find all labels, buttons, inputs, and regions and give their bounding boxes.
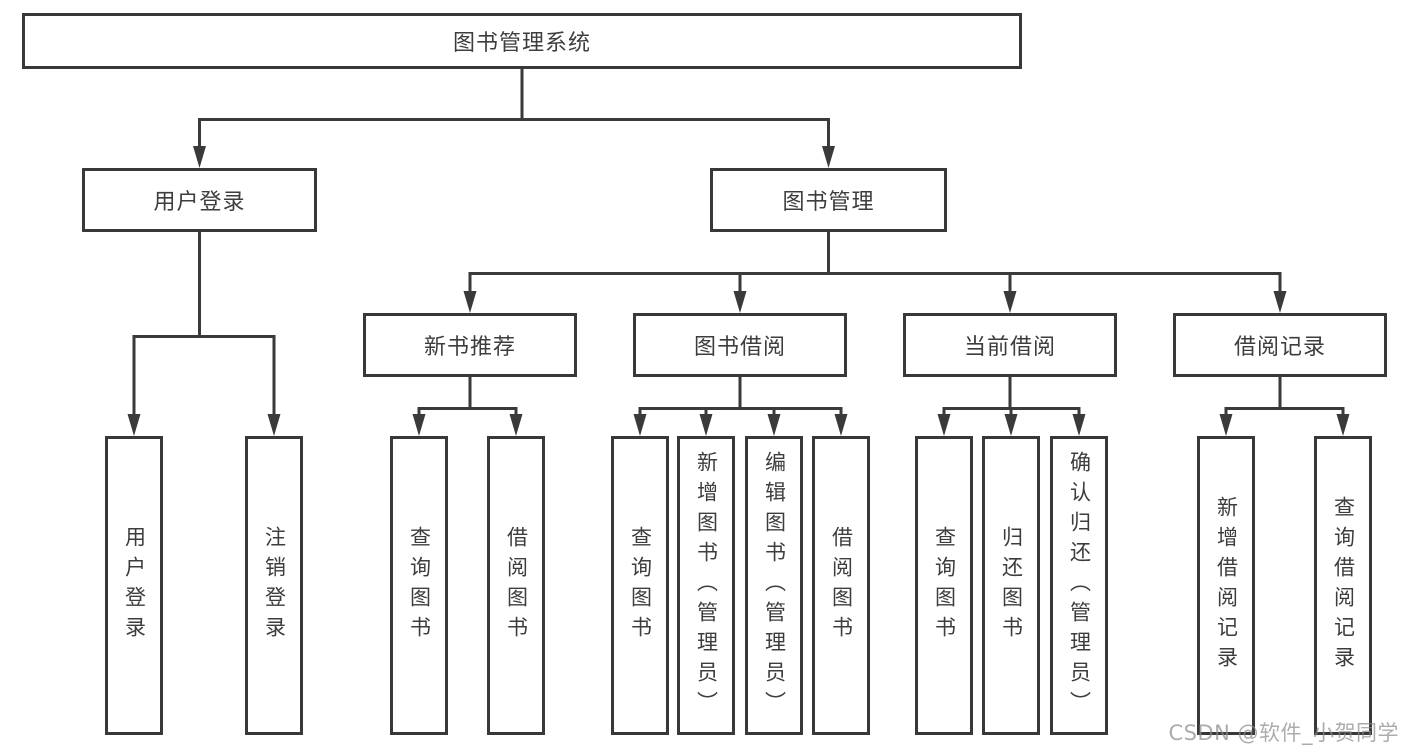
connector-newbook-to-leaves [412,377,523,436]
leaf-user-login: 用户登录 [105,436,163,735]
node-book-borrow: 图书借阅 [633,313,847,377]
leaf-logout-label: 注销登录 [262,525,287,646]
connector-bookborrow-to-leaves [633,377,848,436]
leaf-query-books-newbook-label: 查询图书 [407,525,432,646]
leaf-add-borrow-record-label: 新增借阅记录 [1214,495,1239,676]
leaf-query-books-current: 查询图书 [915,436,973,735]
csdn-watermark: CSDN @软件_小贺同学 [1168,721,1399,745]
connector-management-to-level3 [463,232,1287,313]
node-root-label: 图书管理系统 [452,31,591,56]
leaf-return-books: 归还图书 [982,436,1040,735]
leaf-add-books-admin-label: 新增图书（管理员） [694,450,719,721]
leaf-confirm-return-admin: 确认归还（管理员） [1050,436,1108,735]
leaf-return-books-label: 归还图书 [999,525,1024,646]
node-user-login-label: 用户登录 [153,190,246,215]
leaf-query-books-current-label: 查询图书 [932,525,957,646]
leaf-borrow-books: 借阅图书 [812,436,870,735]
node-book-management: 图书管理 [710,168,947,232]
leaf-confirm-return-admin-label: 确认归还（管理员） [1067,450,1092,721]
connector-login-to-leaves [127,232,281,436]
leaf-user-login-label: 用户登录 [122,525,147,646]
connector-currentborrow-to-leaves [937,377,1086,436]
node-new-book-recommend-label: 新书推荐 [423,335,516,360]
node-book-management-label: 图书管理 [782,190,875,215]
node-borrow-records-label: 借阅记录 [1233,335,1326,360]
leaf-query-books-borrow-label: 查询图书 [628,525,653,646]
connector-record-to-leaves [1219,377,1350,436]
leaf-query-borrow-record-label: 查询借阅记录 [1331,495,1356,676]
leaf-query-books-borrow: 查询图书 [611,436,669,735]
node-book-borrow-label: 图书借阅 [693,335,786,360]
leaf-add-books-admin: 新增图书（管理员） [677,436,735,735]
leaf-query-borrow-record: 查询借阅记录 [1314,436,1372,735]
leaf-borrow-books-newbook-label: 借阅图书 [504,525,529,646]
leaf-logout: 注销登录 [245,436,303,735]
leaf-borrow-books-newbook: 借阅图书 [487,436,545,735]
node-new-book-recommend: 新书推荐 [363,313,577,377]
leaf-edit-books-admin-label: 编辑图书（管理员） [762,450,787,721]
leaf-query-books-newbook: 查询图书 [390,436,448,735]
node-current-borrow: 当前借阅 [903,313,1117,377]
leaf-borrow-books-label: 借阅图书 [829,525,854,646]
node-current-borrow-label: 当前借阅 [963,335,1056,360]
node-user-login: 用户登录 [82,168,317,232]
leaf-edit-books-admin: 编辑图书（管理员） [745,436,803,735]
node-borrow-records: 借阅记录 [1173,313,1387,377]
leaf-add-borrow-record: 新增借阅记录 [1197,436,1255,735]
connector-root-to-level2 [193,69,835,168]
node-root: 图书管理系统 [22,13,1022,69]
